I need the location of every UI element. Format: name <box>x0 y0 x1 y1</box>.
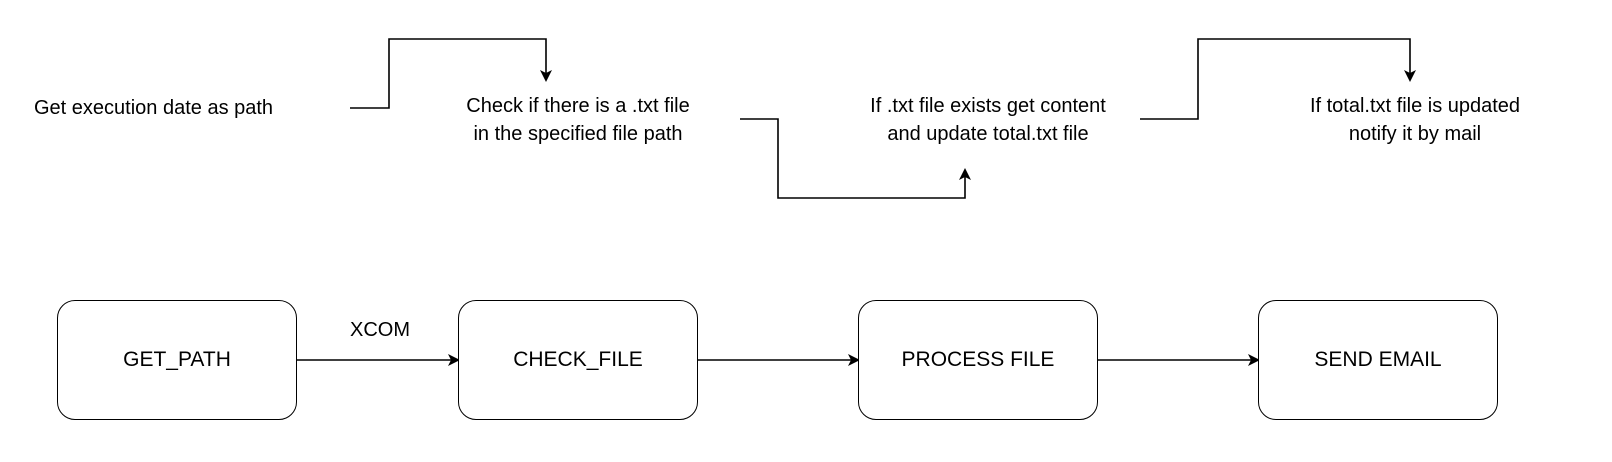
connector-process-to-email-note <box>1140 38 1416 120</box>
send-email-note: If total.txt file is updated notify it b… <box>1265 92 1565 148</box>
check-file-label: CHECK_FILE <box>513 348 643 371</box>
check-file-node[interactable]: CHECK_FILE <box>458 300 698 420</box>
get-path-note-line-1: Get execution date as path <box>34 97 274 119</box>
xcom-edge-label: XCOM <box>350 319 410 341</box>
process-file-note-line-2: and update total.txt file <box>887 123 1089 145</box>
send-email-node[interactable]: SEND EMAIL <box>1258 300 1498 420</box>
check-file-note-line-1: Check if there is a .txt file <box>466 95 690 117</box>
process-file-note: If .txt file exists get content and upda… <box>823 92 1153 148</box>
send-email-note-line-1: If total.txt file is updated <box>1309 95 1521 117</box>
connector-check-to-process-note <box>740 118 971 199</box>
check-file-note-line-2: in the specified file path <box>473 123 683 145</box>
process-file-label: PROCESS FILE <box>901 348 1055 371</box>
process-file-node[interactable]: PROCESS FILE <box>858 300 1098 420</box>
check-file-note: Check if there is a .txt file in the spe… <box>428 92 728 148</box>
connector-get-path-to-check-note <box>350 38 552 109</box>
send-email-label: SEND EMAIL <box>1314 348 1442 371</box>
get-path-node[interactable]: GET_PATH <box>57 300 297 420</box>
get-path-label: GET_PATH <box>123 348 231 371</box>
send-email-note-line-2: notify it by mail <box>1348 123 1482 145</box>
process-file-note-line-1: If .txt file exists get content <box>870 95 1106 117</box>
get-path-note: Get execution date as path <box>34 94 334 122</box>
